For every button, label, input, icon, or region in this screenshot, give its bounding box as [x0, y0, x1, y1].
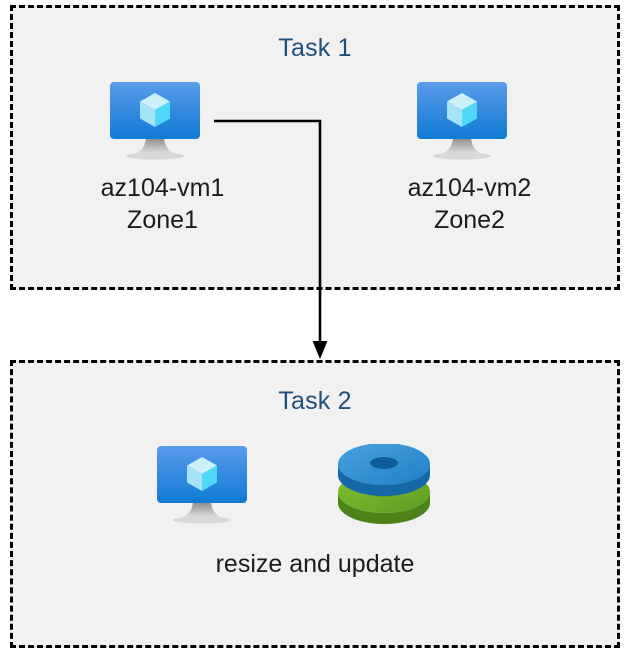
- node-task2-vm[interactable]: [150, 444, 270, 536]
- azure-virtual-machine-icon: [157, 446, 247, 524]
- task-2-container: Task 2: [10, 360, 620, 648]
- task-2-title: Task 2: [278, 387, 352, 415]
- task-2-caption: resize and update: [215, 550, 415, 578]
- connector-arrowhead: [312, 341, 328, 359]
- node-label-az104-vm1: az104-vm1 Zone1: [100, 174, 225, 234]
- azure-disk-icon: [338, 444, 430, 524]
- task-1-title: Task 1: [278, 34, 352, 62]
- node-label-az104-vm2: az104-vm2 Zone2: [407, 174, 532, 234]
- node-az104-vm2[interactable]: az104-vm2 Zone2: [362, 80, 577, 236]
- azure-virtual-machine-icon: [109, 82, 200, 160]
- node-task2-disk[interactable]: [330, 444, 450, 536]
- node-az104-vm1[interactable]: az104-vm1 Zone1: [55, 80, 270, 236]
- azure-virtual-machine-icon: [416, 82, 507, 160]
